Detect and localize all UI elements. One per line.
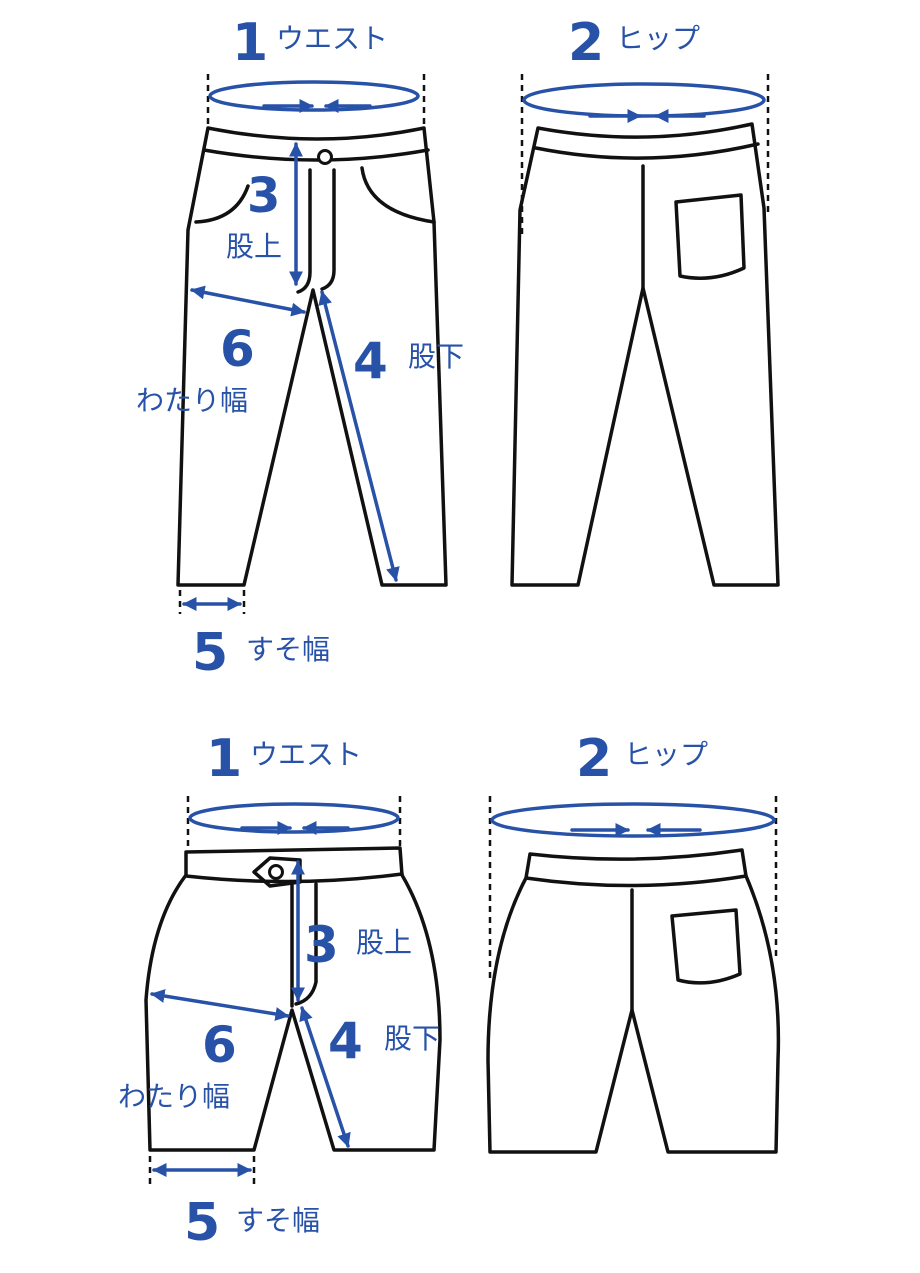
pants-front-labels: 1 ウエスト 3 股上 4 股下 6 わたり幅 5 すそ幅 — [136, 13, 464, 683]
shorts-back-measurements — [488, 796, 778, 980]
pants-back-illustration — [510, 122, 780, 587]
shorts-back-illustration — [486, 848, 781, 1154]
shorts-waist-label: ウエスト — [250, 738, 362, 771]
shorts-waist-number: 1 — [206, 729, 242, 789]
pants-front-illustration — [176, 126, 448, 587]
pants-waist-number: 1 — [232, 13, 268, 73]
shorts-hem-label: すそ幅 — [236, 1204, 320, 1237]
pants-rise-number: 3 — [247, 168, 280, 224]
shorts-thigh-number: 6 — [202, 1016, 237, 1074]
shorts-front-labels: 1 ウエスト 3 股上 4 股下 6 わたり幅 5 すそ幅 — [118, 729, 440, 1253]
pants-inseam-label: 股下 — [408, 340, 464, 373]
shorts-hem-number: 5 — [184, 1193, 220, 1253]
pants-thigh-label: わたり幅 — [136, 384, 248, 417]
pants-hem-label: すそ幅 — [246, 633, 330, 666]
shorts-inseam-number: 4 — [328, 1012, 363, 1070]
shorts-back-labels: 2 ヒップ — [576, 729, 708, 789]
pants-inseam-number: 4 — [353, 332, 388, 390]
pants-hem-number: 5 — [192, 623, 228, 683]
pants-back-labels: 2 ヒップ — [568, 13, 700, 73]
pants-hip-number: 2 — [568, 13, 604, 73]
pants-hip-label: ヒップ — [616, 22, 700, 55]
shorts-hip-label: ヒップ — [624, 738, 708, 771]
shorts-inseam-label: 股下 — [384, 1022, 440, 1055]
pants-waist-label: ウエスト — [276, 22, 388, 55]
shorts-hip-number: 2 — [576, 729, 612, 789]
shorts-thigh-label: わたり幅 — [118, 1080, 230, 1113]
pants-front-measurements — [178, 74, 426, 614]
pants-back-measurements — [520, 74, 770, 236]
shorts-rise-label: 股上 — [356, 926, 412, 959]
shorts-front-measurements — [148, 796, 402, 1184]
pants-thigh-number: 6 — [220, 320, 255, 378]
pants-rise-label: 股上 — [226, 230, 282, 263]
shorts-rise-number: 3 — [304, 916, 339, 974]
